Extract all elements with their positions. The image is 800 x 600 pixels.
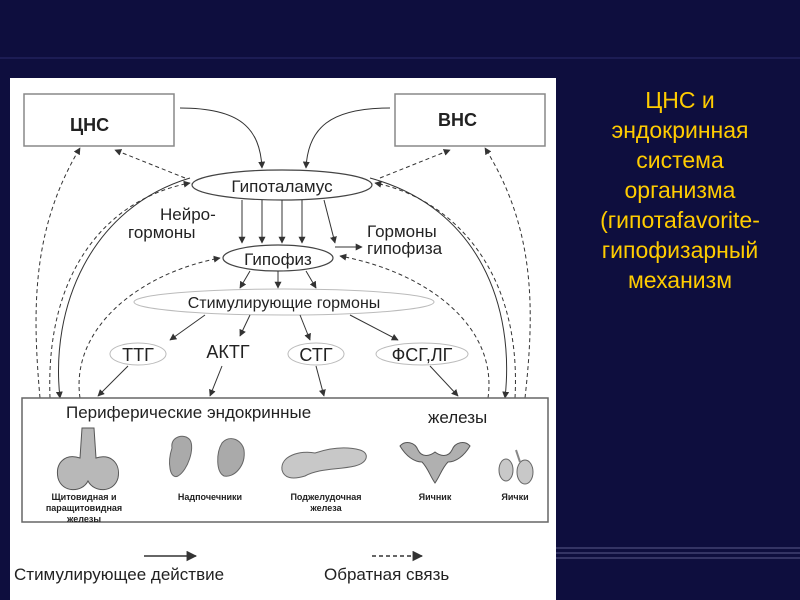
title-line-4: организма (624, 177, 736, 203)
legend-stim-label: Стимулирующее действие (14, 565, 224, 584)
arrow-stim-fsg (349, 314, 399, 341)
stim-hormones-node (133, 288, 435, 316)
ans-box (394, 93, 546, 147)
legend-feedback-label: Обратная связь (324, 565, 449, 584)
feedback-line-ans-outer (484, 147, 531, 399)
stg-node (287, 342, 345, 366)
title-line-5: (гипотаfavorite- (600, 207, 760, 233)
thyroid-label-1: Щитовидная и (52, 492, 117, 502)
diagram-panel: ЦНС ВНС Гипоталамус Нейро- гормоны Гормо… (10, 78, 556, 600)
cns-box (23, 93, 175, 147)
arrow-hypo-pit-5 (323, 199, 337, 244)
pancreas-label-2: железа (309, 503, 342, 513)
pituitary-label: Гипофиз (244, 250, 312, 269)
arrow-pit-stim-1 (239, 270, 251, 289)
arrow-ttg-thyroid (97, 365, 129, 397)
title-line-1: ЦНС и (645, 87, 715, 113)
feedback-hypo-ans (379, 149, 451, 179)
arrow-stim-stg (299, 314, 311, 341)
arrow-pit-stim-3 (305, 270, 317, 289)
title-line-7: механизм (627, 267, 733, 293)
arrow-stim-ttg (169, 314, 206, 341)
stim-line-right-long (369, 177, 510, 399)
feedback-line-hypo-right (374, 180, 516, 399)
pancreas-label-1: Поджелудочная (290, 492, 361, 502)
thyroid-illustration (56, 427, 119, 491)
feedback-line-pituitary-left (78, 255, 221, 399)
thyroid-label-2: паращитовидная (46, 503, 122, 513)
feedback-line-pituitary-right (339, 253, 490, 399)
stim-hormones-label: Стимулирующие гормоны (188, 295, 381, 312)
neurohormones-label-2: гормоны (128, 223, 196, 242)
slide-title: ЦНС и эндокринная система организма (гип… (568, 85, 792, 295)
title-line-3: система (636, 147, 724, 173)
title-line-6: гипофизарный (601, 237, 759, 263)
ovary-label: Яичник (419, 492, 452, 502)
ans-label: ВНС (438, 110, 477, 130)
adrenal-illustration (169, 435, 245, 478)
feedback-line-cns-outer (35, 147, 81, 399)
arrow-stim-aktg (239, 314, 251, 337)
neurohormones-label-1: Нейро- (160, 205, 216, 224)
adrenal-label: Надпочечники (178, 492, 242, 502)
feedback-hypo-cns (114, 149, 186, 179)
testes-label: Яички (501, 492, 528, 502)
peripheral-label-1: Периферические эндокринные (66, 403, 311, 422)
arrow-aktg-adrenal (209, 365, 223, 397)
fsg-lg-label: ФСГ,ЛГ (392, 345, 453, 365)
arrow-cns-hypo (179, 107, 266, 169)
hypothalamus-label: Гипоталамус (231, 177, 333, 196)
diagram-svg: ЦНС ВНС Гипоталамус Нейро- гормоны Гормо… (14, 93, 549, 584)
aktg-label: АКТГ (206, 342, 249, 362)
thyroid-label-3: железы (66, 514, 101, 524)
arrow-fsg-gonads (429, 365, 459, 397)
arrow-ans-hypo (302, 107, 391, 169)
ttg-node (109, 342, 167, 366)
pituitary-hormones-label-1: Гормоны (367, 222, 437, 241)
testes-illustration (498, 449, 534, 485)
pituitary-hormones-label-2: гипофиза (367, 239, 443, 258)
fsg-lg-node (375, 342, 469, 366)
cns-label: ЦНС (70, 115, 109, 135)
arrow-stg-pancreas (315, 365, 326, 397)
stim-line-left-long (55, 177, 191, 399)
ttg-label: ТТГ (122, 345, 154, 365)
pancreas-illustration (281, 447, 367, 479)
title-line-2: эндокринная (611, 117, 749, 143)
peripheral-label-2: железы (428, 408, 487, 427)
ovary-illustration (399, 442, 471, 484)
stg-label: СТГ (299, 345, 332, 365)
